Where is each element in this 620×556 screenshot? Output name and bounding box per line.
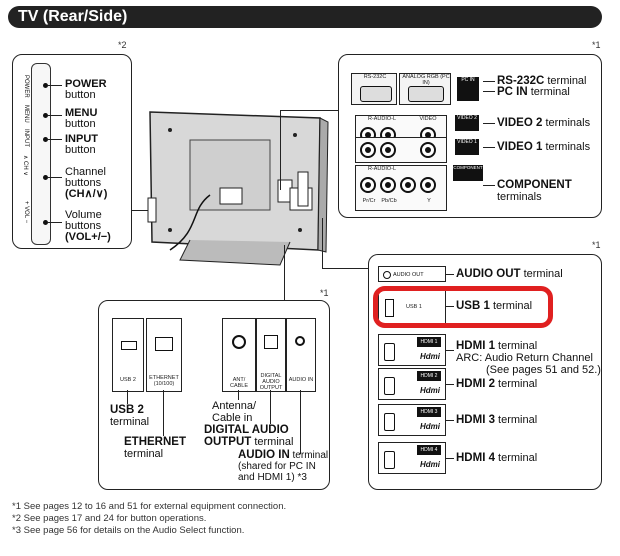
tv-rear-illustration: [147, 111, 329, 266]
input-tag: INPUT: [23, 129, 29, 147]
video1-tag: VIDEO 1: [455, 139, 479, 155]
usb2-port[interactable]: USB 2: [112, 318, 144, 392]
footnote-2: *2 See pages 17 and 24 for button operat…: [12, 513, 207, 524]
component-ports[interactable]: R-AUDIO-L Pr/Cr Pb/Cb Y: [355, 165, 447, 211]
power-tag: POWER: [23, 75, 29, 98]
note-mark-1-right: *1: [592, 240, 601, 250]
note-mark-1-bottom: *1: [320, 288, 329, 298]
audio-out-label: AUDIO OUT terminal: [456, 268, 563, 280]
menu-tag: MENU: [23, 105, 29, 123]
hdmi2-label: HDMI 2 terminal: [456, 378, 538, 390]
lower-terminal-panel: [98, 300, 330, 490]
component-tag: COMPONENT: [453, 165, 483, 181]
menu-button[interactable]: [43, 113, 48, 118]
vol-tag: + VOL −: [23, 201, 29, 224]
volume-button[interactable]: [43, 220, 48, 225]
footnote-3: *3 See page 56 for details on the Audio …: [12, 525, 245, 536]
video2-label: VIDEO 2 terminals: [497, 117, 591, 129]
footnote-1: *1 See pages 12 to 16 and 51 for externa…: [12, 501, 287, 512]
ch-tag: ∧ CH ∨: [22, 155, 28, 176]
usb1-label: USB 1 terminal: [456, 300, 533, 312]
section-title: TV (Rear/Side): [8, 6, 602, 28]
video1-label: VIDEO 1 terminals: [497, 141, 591, 153]
av-terminal-panel: RS-232C ANALOG RGB (PC IN) PC IN R-AUDIO…: [338, 54, 602, 218]
audio-in-port[interactable]: AUDIO IN: [286, 318, 316, 392]
channel-button[interactable]: [43, 175, 48, 180]
note-mark-1-top: *1: [592, 40, 601, 50]
input-button[interactable]: [43, 137, 48, 142]
rs232c-label: RS-232C terminal: [497, 75, 587, 87]
antenna-port[interactable]: ANT/ CABLE: [222, 318, 256, 392]
digital-audio-port[interactable]: DIGITAL AUDIO OUTPUT: [256, 318, 286, 392]
ethernet-port[interactable]: ETHERNET (10/100): [146, 318, 182, 392]
antenna-label: Antenna/Cable in: [212, 400, 257, 424]
hdmi4-label: HDMI 4 terminal: [456, 452, 538, 464]
pcin-label: PC IN terminal: [497, 86, 570, 98]
hdmi3-label: HDMI 3 terminal: [456, 414, 538, 426]
usb1-highlight: [373, 286, 553, 328]
pc-in-tag: PC IN: [457, 77, 479, 101]
rs232c-port[interactable]: RS-232C: [351, 73, 397, 105]
video2-tag: VIDEO 2: [455, 115, 479, 131]
note-mark-2: *2: [118, 40, 127, 50]
video1-ports[interactable]: [355, 137, 447, 163]
audio-out-port[interactable]: AUDIO OUT: [378, 266, 446, 282]
button-strip: [31, 63, 51, 245]
analog-rgb-port[interactable]: ANALOG RGB (PC IN): [399, 73, 451, 105]
power-button[interactable]: [43, 83, 48, 88]
